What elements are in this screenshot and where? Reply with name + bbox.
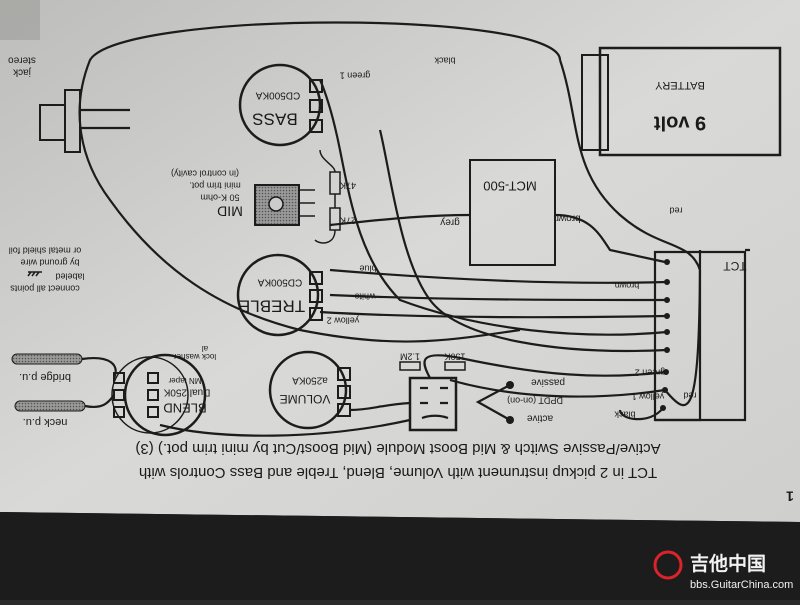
blend-pot-name: BLEND (163, 401, 206, 416)
switch-passive-label: passive (531, 376, 565, 387)
wire-label-green1: green 1 (340, 71, 371, 81)
module-label: MCT-500 (483, 179, 536, 194)
ground-note: connect all points labeled by ground wir… (9, 246, 85, 294)
treble-pot: TREBLE CD500KA (236, 253, 323, 337)
bridge-pickup-label: bridge p.u. (19, 371, 71, 383)
caption-line1: TCT in 2 pickup instrument with Volume, … (139, 464, 657, 481)
wire-label-red-bottom: red (683, 391, 696, 401)
washer-line2: lock washer (174, 352, 217, 361)
bass-pot-name: BASS (252, 110, 297, 129)
wire-labels: black green 1 blue white yellow 2 brown … (327, 56, 697, 420)
mid-name: MID (217, 203, 243, 219)
wire-label-yellow1: yellow 1 (632, 392, 665, 402)
volume-pot-value: a250KA (292, 374, 328, 385)
wire-label-green2: green 2 (635, 368, 666, 378)
wire-label-white: white (354, 292, 376, 302)
bass-pot: BASS CD500KA (238, 63, 323, 147)
wire-label-blue: blue (359, 264, 376, 274)
pickups: bridge p.u. neck p.u. (11, 353, 117, 428)
mct-500-module: MCT-500 grey brown (329, 159, 666, 266)
mid-line3: (in control cavity) (171, 169, 239, 179)
mid-line1: 50 K-ohm (200, 193, 239, 203)
caption-line2: Active/Passive Switch & Mid Boost Module… (135, 440, 660, 457)
blend-pot: BLEND Dual 250K MN taper (111, 353, 210, 437)
resistor-47k-label: 47K (340, 181, 356, 191)
neck-pickup-label: neck p.u. (23, 416, 68, 428)
page-number: 1 (786, 488, 794, 504)
volume-pot-name: VOLUME (280, 392, 331, 406)
wire-label-grey: grey (440, 216, 459, 227)
wire-label-black-top: black (434, 56, 456, 66)
ground-wire (78, 21, 562, 343)
ground-note-line3: by ground wire (20, 258, 79, 268)
ground-note-line2: labeled (55, 272, 84, 282)
table-surface (0, 512, 800, 600)
resistor-1-2m-label: 1.2M (400, 352, 420, 362)
treble-pot-name: TREBLE (239, 297, 305, 316)
battery-title: 9 volt (654, 112, 707, 134)
blend-pot-taper: MN taper (168, 376, 201, 385)
tct-label: TCT (723, 259, 747, 273)
wire-label-red-top: red (669, 206, 682, 216)
wire-label-yellow2: yellow 2 (327, 316, 360, 326)
ground-symbol-icon (27, 271, 42, 277)
battery-label: BATTERY (654, 79, 704, 91)
stereo-jack: stereo jack (8, 54, 130, 153)
bass-pot-value: CD500KA (255, 89, 300, 100)
blend-pot-value: Dual 250K (163, 386, 210, 397)
resistors: 47K 27K 1.2M 150K (314, 149, 466, 371)
battery: 9 volt BATTERY (581, 46, 782, 157)
volume-pot: VOLUME a250KA (268, 350, 351, 430)
watermark-logo-text: 吉他中国 (690, 552, 766, 575)
switch-active-label: active (527, 412, 554, 423)
watermark-url: bbs.GuitarChina.com (690, 579, 793, 591)
ground-note-line4: or metal shield foil (9, 246, 82, 256)
mid-trim-pot: MID 50 K-ohm mini trim pot. (in control … (171, 169, 315, 226)
watermark-logo: 吉他中国 bbs.GuitarChina.com (653, 550, 793, 591)
mid-line2: mini trim pot. (189, 181, 241, 191)
jack-label-line2: jack (12, 66, 32, 77)
jack-label-line1: stereo (8, 54, 36, 65)
wire-label-black-bottom: black (614, 410, 636, 420)
treble-pot-value: CD500KA (257, 276, 302, 287)
switch-type-label: DPDT (on-on) (507, 396, 563, 406)
resistor-150k-label: 150K (444, 352, 465, 362)
ground-note-line1: connect all points (10, 284, 80, 294)
washer-line1: al (202, 344, 208, 353)
wire-label-brown-module: brown (553, 212, 580, 223)
resistor-27k-label: 27K (340, 216, 356, 226)
wire-label-brown-tct: brown (615, 281, 640, 291)
